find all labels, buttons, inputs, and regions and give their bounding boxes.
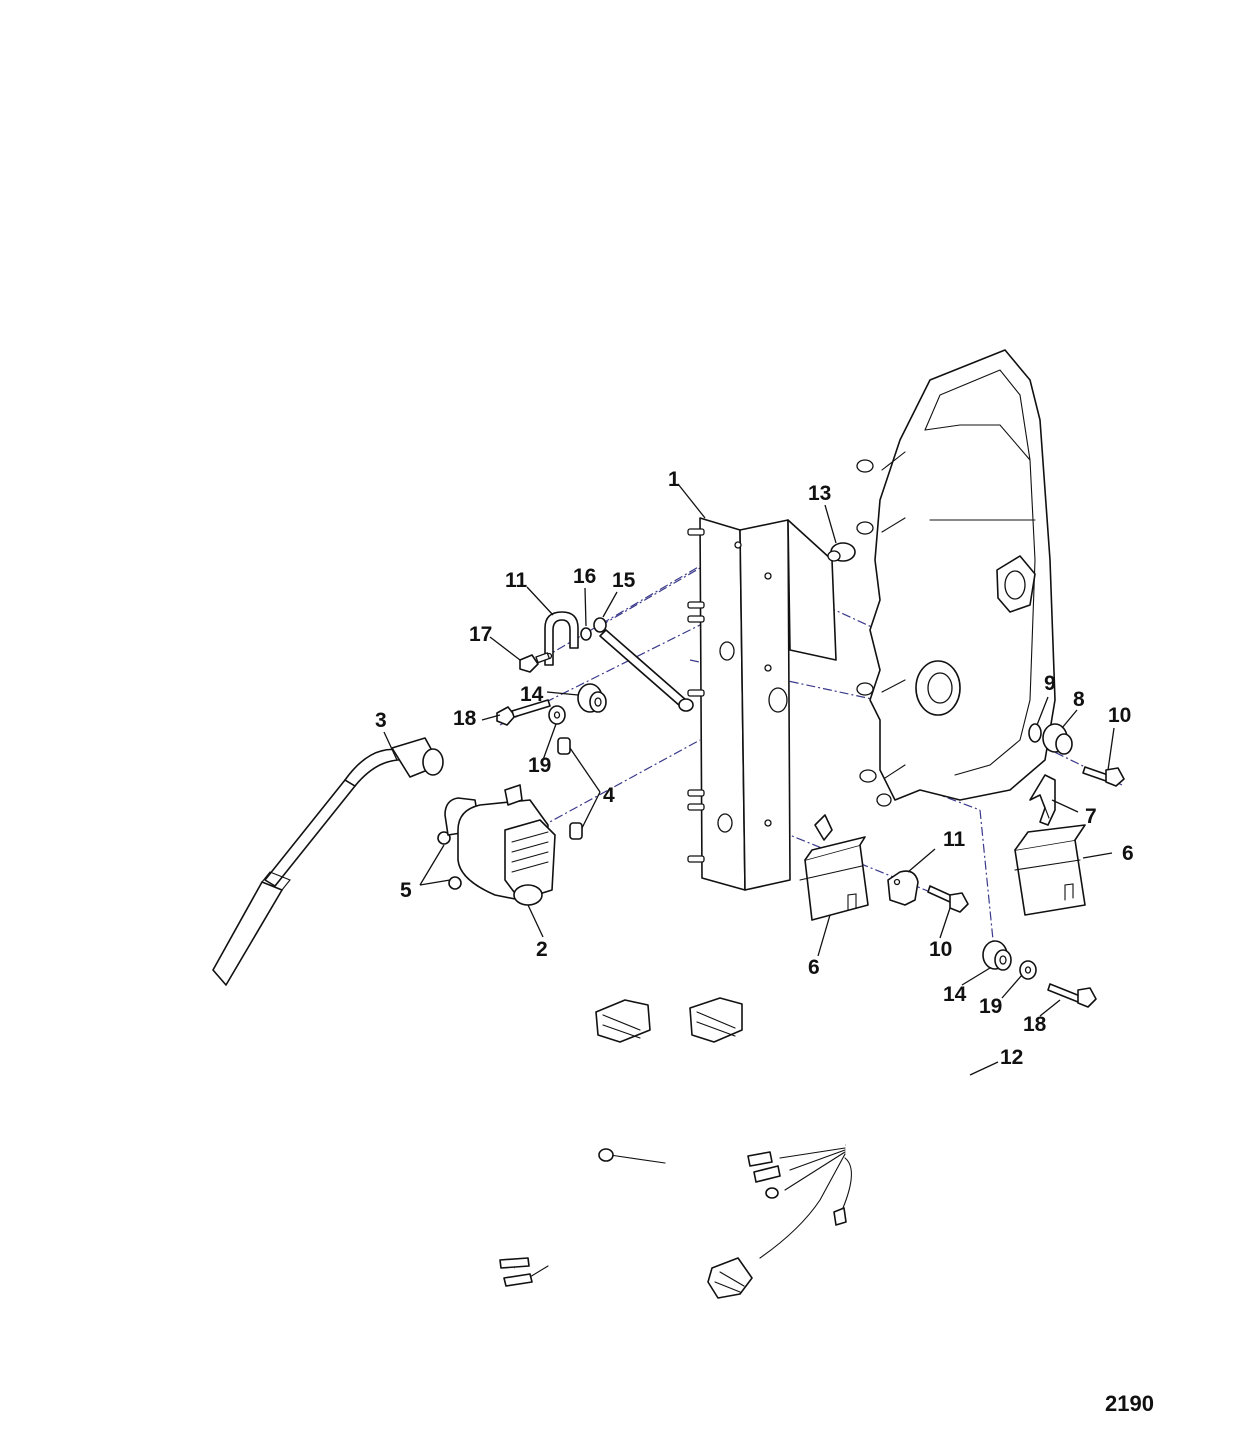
callout-10-right: 10 [1108, 704, 1131, 727]
grommet-13 [827, 542, 856, 562]
callout-13: 13 [808, 482, 831, 505]
figure-number: 2190 [1105, 1391, 1154, 1416]
washer-19-right [1019, 960, 1037, 980]
clip-11-left [544, 611, 579, 666]
callout-19-left: 19 [528, 754, 551, 777]
relay-6-right [1014, 824, 1086, 916]
nut-5 [437, 831, 462, 890]
callout-4: 4 [603, 784, 615, 807]
washer-19-left [548, 705, 566, 725]
spark-plug-lead [212, 737, 444, 986]
grommet-14-right [982, 940, 1012, 971]
callout-10-center: 10 [929, 938, 952, 961]
bolt-18-left [496, 699, 551, 726]
callout-8: 8 [1073, 688, 1085, 711]
ground-strap-15 [593, 617, 694, 712]
washer-16 [580, 627, 592, 641]
clip-11-right [887, 870, 919, 906]
mounting-bracket [687, 517, 837, 891]
callout-18-left: 18 [453, 707, 477, 730]
grommet-9 [1028, 723, 1042, 743]
spacer-4 [557, 737, 583, 840]
wire-harness [499, 986, 971, 1299]
callout-11-left: 11 [505, 569, 528, 592]
clip-7 [1029, 774, 1056, 826]
callout-5: 5 [400, 879, 412, 902]
callout-14-right: 14 [943, 983, 967, 1006]
bolt-10-center [927, 885, 969, 913]
relay-6-center [799, 814, 869, 921]
callout-6-center: 6 [808, 956, 820, 979]
callout-15: 15 [612, 569, 636, 592]
callout-6-right: 6 [1122, 842, 1134, 865]
callout-19-right: 19 [979, 995, 1002, 1018]
callout-14-left: 14 [520, 683, 544, 706]
callout-17: 17 [469, 623, 492, 646]
callout-11-right: 11 [943, 828, 966, 851]
callout-9: 9 [1044, 672, 1056, 695]
callout-labels: 1 13 11 16 15 17 14 18 3 19 4 5 2 9 8 10… [375, 468, 1154, 1416]
bolt-10-right [1082, 766, 1125, 787]
leader-lines [383, 483, 1115, 1076]
callout-3: 3 [375, 709, 387, 732]
engine-control-module [856, 349, 1056, 807]
ignition-coil [444, 784, 556, 906]
bolt-18-right [1047, 983, 1097, 1008]
grommet-14-left [577, 683, 607, 713]
callout-18-right: 18 [1023, 1013, 1047, 1036]
callout-1: 1 [668, 468, 680, 491]
callout-7: 7 [1085, 805, 1097, 828]
screw-17 [519, 652, 551, 673]
callout-2: 2 [536, 938, 548, 961]
grommet-8 [1042, 723, 1073, 755]
callout-16: 16 [573, 565, 596, 588]
callout-12: 12 [1000, 1046, 1023, 1069]
